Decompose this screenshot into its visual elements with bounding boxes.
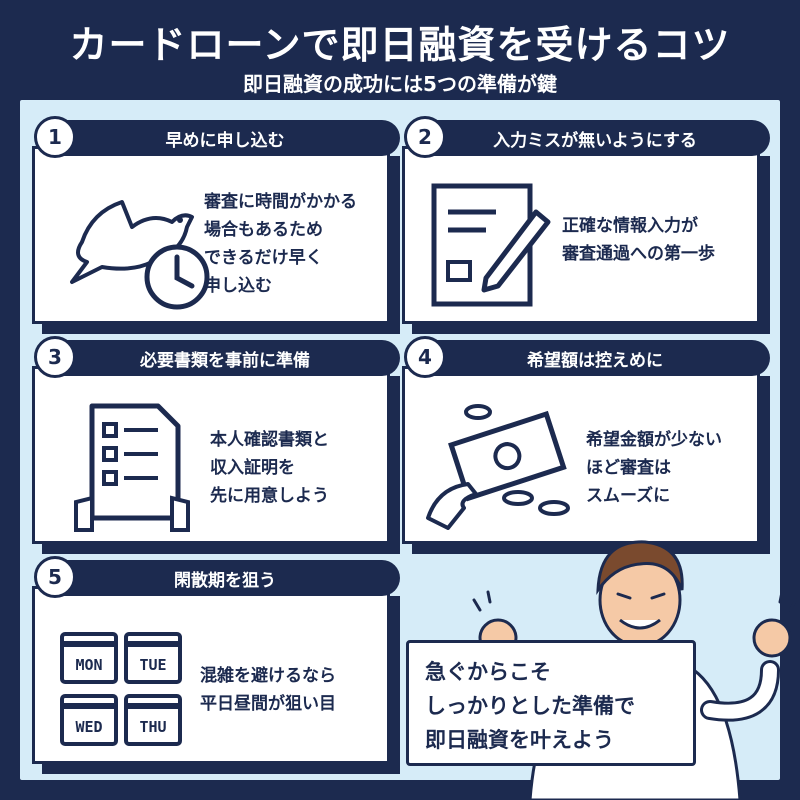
card-header: 閑散期を狙う (50, 560, 400, 596)
card-header: 必要書類を事前に準備 (50, 340, 400, 376)
card-text: 混雑を避けるなら 平日昼間が狙い目 (200, 666, 336, 714)
card-body (32, 146, 390, 324)
calendar-weekdays-icon: MON TUE WED THU (60, 632, 182, 746)
card-title: 入力ミスが無いようにする (493, 130, 697, 151)
tip-card-4: 希望額は控えめに 4 希望金額が少ない ほど審査は スムーズに (402, 336, 770, 554)
card-title: 希望額は控えめに (527, 350, 663, 371)
summary-callout: 急ぐからこそ しっかりとした準備で 即日融資を叶えよう (406, 640, 696, 766)
card-number: 4 (404, 336, 446, 378)
page-subtitle: 即日融資の成功には5つの準備が鍵 (243, 72, 557, 96)
form-pencil-icon (431, 183, 551, 307)
day-mon: MON (75, 656, 102, 674)
tip-card-5: 閑散期を狙う 5 MON TUE WED THU 混雑を避けるなら 平日昼間が狙… (32, 556, 400, 774)
day-wed: WED (75, 718, 102, 736)
card-header: 希望額は控えめに (420, 340, 770, 376)
tip-card-1: 早めに申し込む 1 審査に時間がかかる 場合もあるため できるだけ早く 申し込む (32, 116, 400, 334)
card-header: 早めに申し込む (50, 120, 400, 156)
card-text: 本人確認書類と 収入証明を 先に用意しよう (210, 430, 329, 506)
document-checklist-icon (74, 403, 190, 532)
card-number: 5 (34, 556, 76, 598)
bird-clock-icon (70, 200, 210, 310)
callout-line: 即日融資を叶えよう (425, 728, 614, 752)
card-text: 審査に時間がかかる 場合もあるため できるだけ早く 申し込む (204, 192, 357, 296)
callout-line: しっかりとした準備で (425, 694, 635, 718)
card-header: 入力ミスが無いようにする (420, 120, 770, 156)
tip-card-3: 必要書類を事前に準備 3 本人確認書類と 収入証明を 先に用意しよう (32, 336, 400, 554)
card-number: 1 (34, 116, 76, 158)
callout-line: 急ぐからこそ (425, 660, 551, 684)
card-title: 早めに申し込む (165, 130, 285, 151)
day-thu: THU (139, 718, 166, 736)
day-tue: TUE (139, 656, 166, 674)
card-number: 2 (404, 116, 446, 158)
money-coins-icon (426, 404, 570, 530)
card-title: 必要書類を事前に準備 (140, 350, 310, 371)
card-title: 閑散期を狙う (174, 570, 276, 591)
tip-card-2: 入力ミスが無いようにする 2 正確な情報入力が 審査通過への第一歩 (402, 116, 770, 334)
card-text: 希望金額が少ない ほど審査は スムーズに (586, 430, 722, 506)
card-text: 正確な情報入力が 審査通過への第一歩 (562, 216, 715, 264)
page-title: カードローンで即日融資を受けるコツ (69, 23, 731, 67)
card-number: 3 (34, 336, 76, 378)
